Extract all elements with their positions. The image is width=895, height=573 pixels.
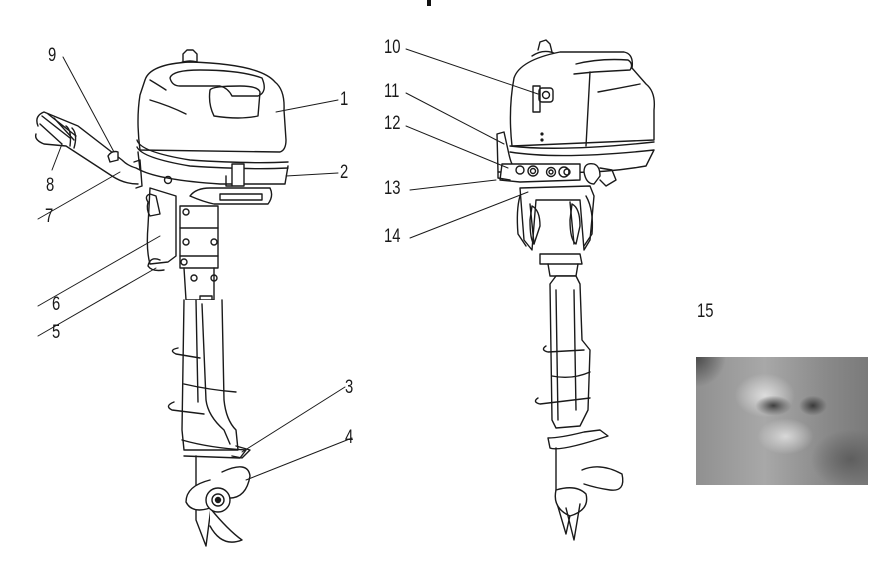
leader-line-8 [51, 143, 63, 171]
callout-9: 9 [48, 45, 57, 66]
callout-10: 10 [384, 37, 401, 58]
leader-line-1 [275, 99, 339, 113]
callout-13: 13 [384, 178, 401, 199]
leader-line-5 [37, 267, 157, 337]
leader-line-4 [245, 437, 353, 481]
leader-line-9 [62, 56, 115, 153]
left-motor-side-view [34, 49, 289, 547]
callout-12: 12 [384, 113, 401, 134]
leader-line-14 [409, 191, 529, 239]
cropped-title-fragment [427, 0, 431, 6]
leader-line-2 [285, 172, 339, 177]
callout-8: 8 [46, 175, 55, 196]
callout-2: 2 [340, 162, 349, 183]
leader-line-13 [409, 179, 497, 191]
callout-1: 1 [340, 89, 349, 110]
leader-line-12 [405, 125, 509, 169]
callout-15: 15 [697, 301, 714, 322]
callout-6: 6 [52, 294, 61, 315]
callout-7: 7 [45, 206, 54, 227]
callout-5: 5 [52, 322, 61, 343]
detail-photo-15 [696, 357, 868, 485]
callout-14: 14 [384, 226, 401, 247]
leader-line-10 [405, 48, 539, 95]
leader-line-7 [37, 171, 121, 220]
leader-line-11 [405, 92, 505, 145]
leader-line-6 [37, 235, 161, 307]
leader-lines [37, 48, 539, 481]
callout-3: 3 [345, 377, 354, 398]
leader-line-3 [241, 386, 346, 453]
right-motor-rear-view [496, 39, 656, 541]
callout-4: 4 [345, 427, 354, 448]
callout-11: 11 [384, 81, 400, 102]
